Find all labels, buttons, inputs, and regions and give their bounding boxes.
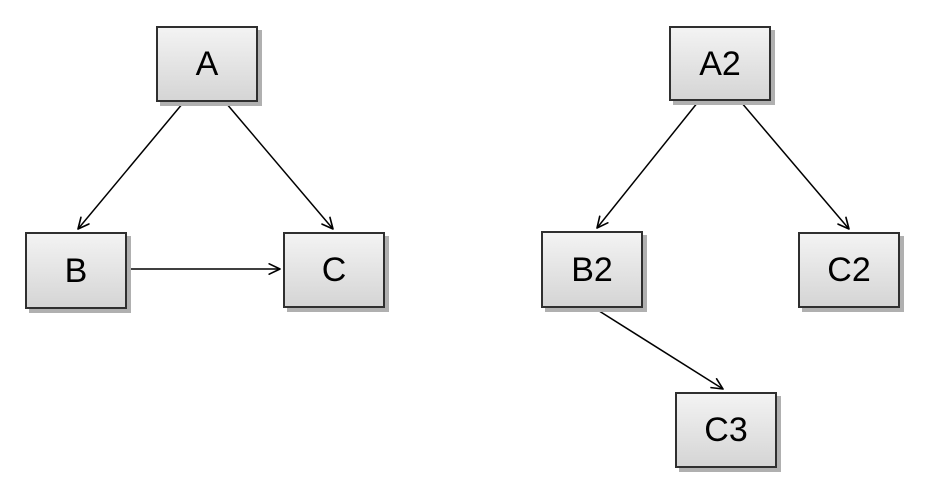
node-C2[interactable]: C2	[798, 232, 900, 308]
node-C3[interactable]: C3	[675, 392, 777, 468]
node-label-A: A	[195, 45, 219, 83]
edges-group	[77, 101, 850, 390]
node-label-A2: A2	[699, 44, 741, 83]
node-label-C: C	[321, 251, 347, 289]
node-label-B2: B2	[571, 250, 613, 289]
edge-B2-to-C3	[595, 308, 724, 390]
node-A[interactable]: A	[156, 26, 258, 102]
node-label-C3: C3	[704, 411, 748, 449]
edge-A2-to-C2	[740, 101, 850, 230]
node-B[interactable]: B	[25, 232, 127, 309]
node-C[interactable]: C	[283, 232, 385, 308]
edge-A-to-B	[77, 102, 184, 230]
node-label-B: B	[64, 251, 88, 290]
edge-A2-to-B2	[596, 101, 699, 229]
node-B2[interactable]: B2	[541, 231, 643, 308]
node-label-C2: C2	[827, 251, 871, 289]
edge-A-to-C	[225, 102, 334, 230]
node-A2[interactable]: A2	[669, 26, 771, 101]
